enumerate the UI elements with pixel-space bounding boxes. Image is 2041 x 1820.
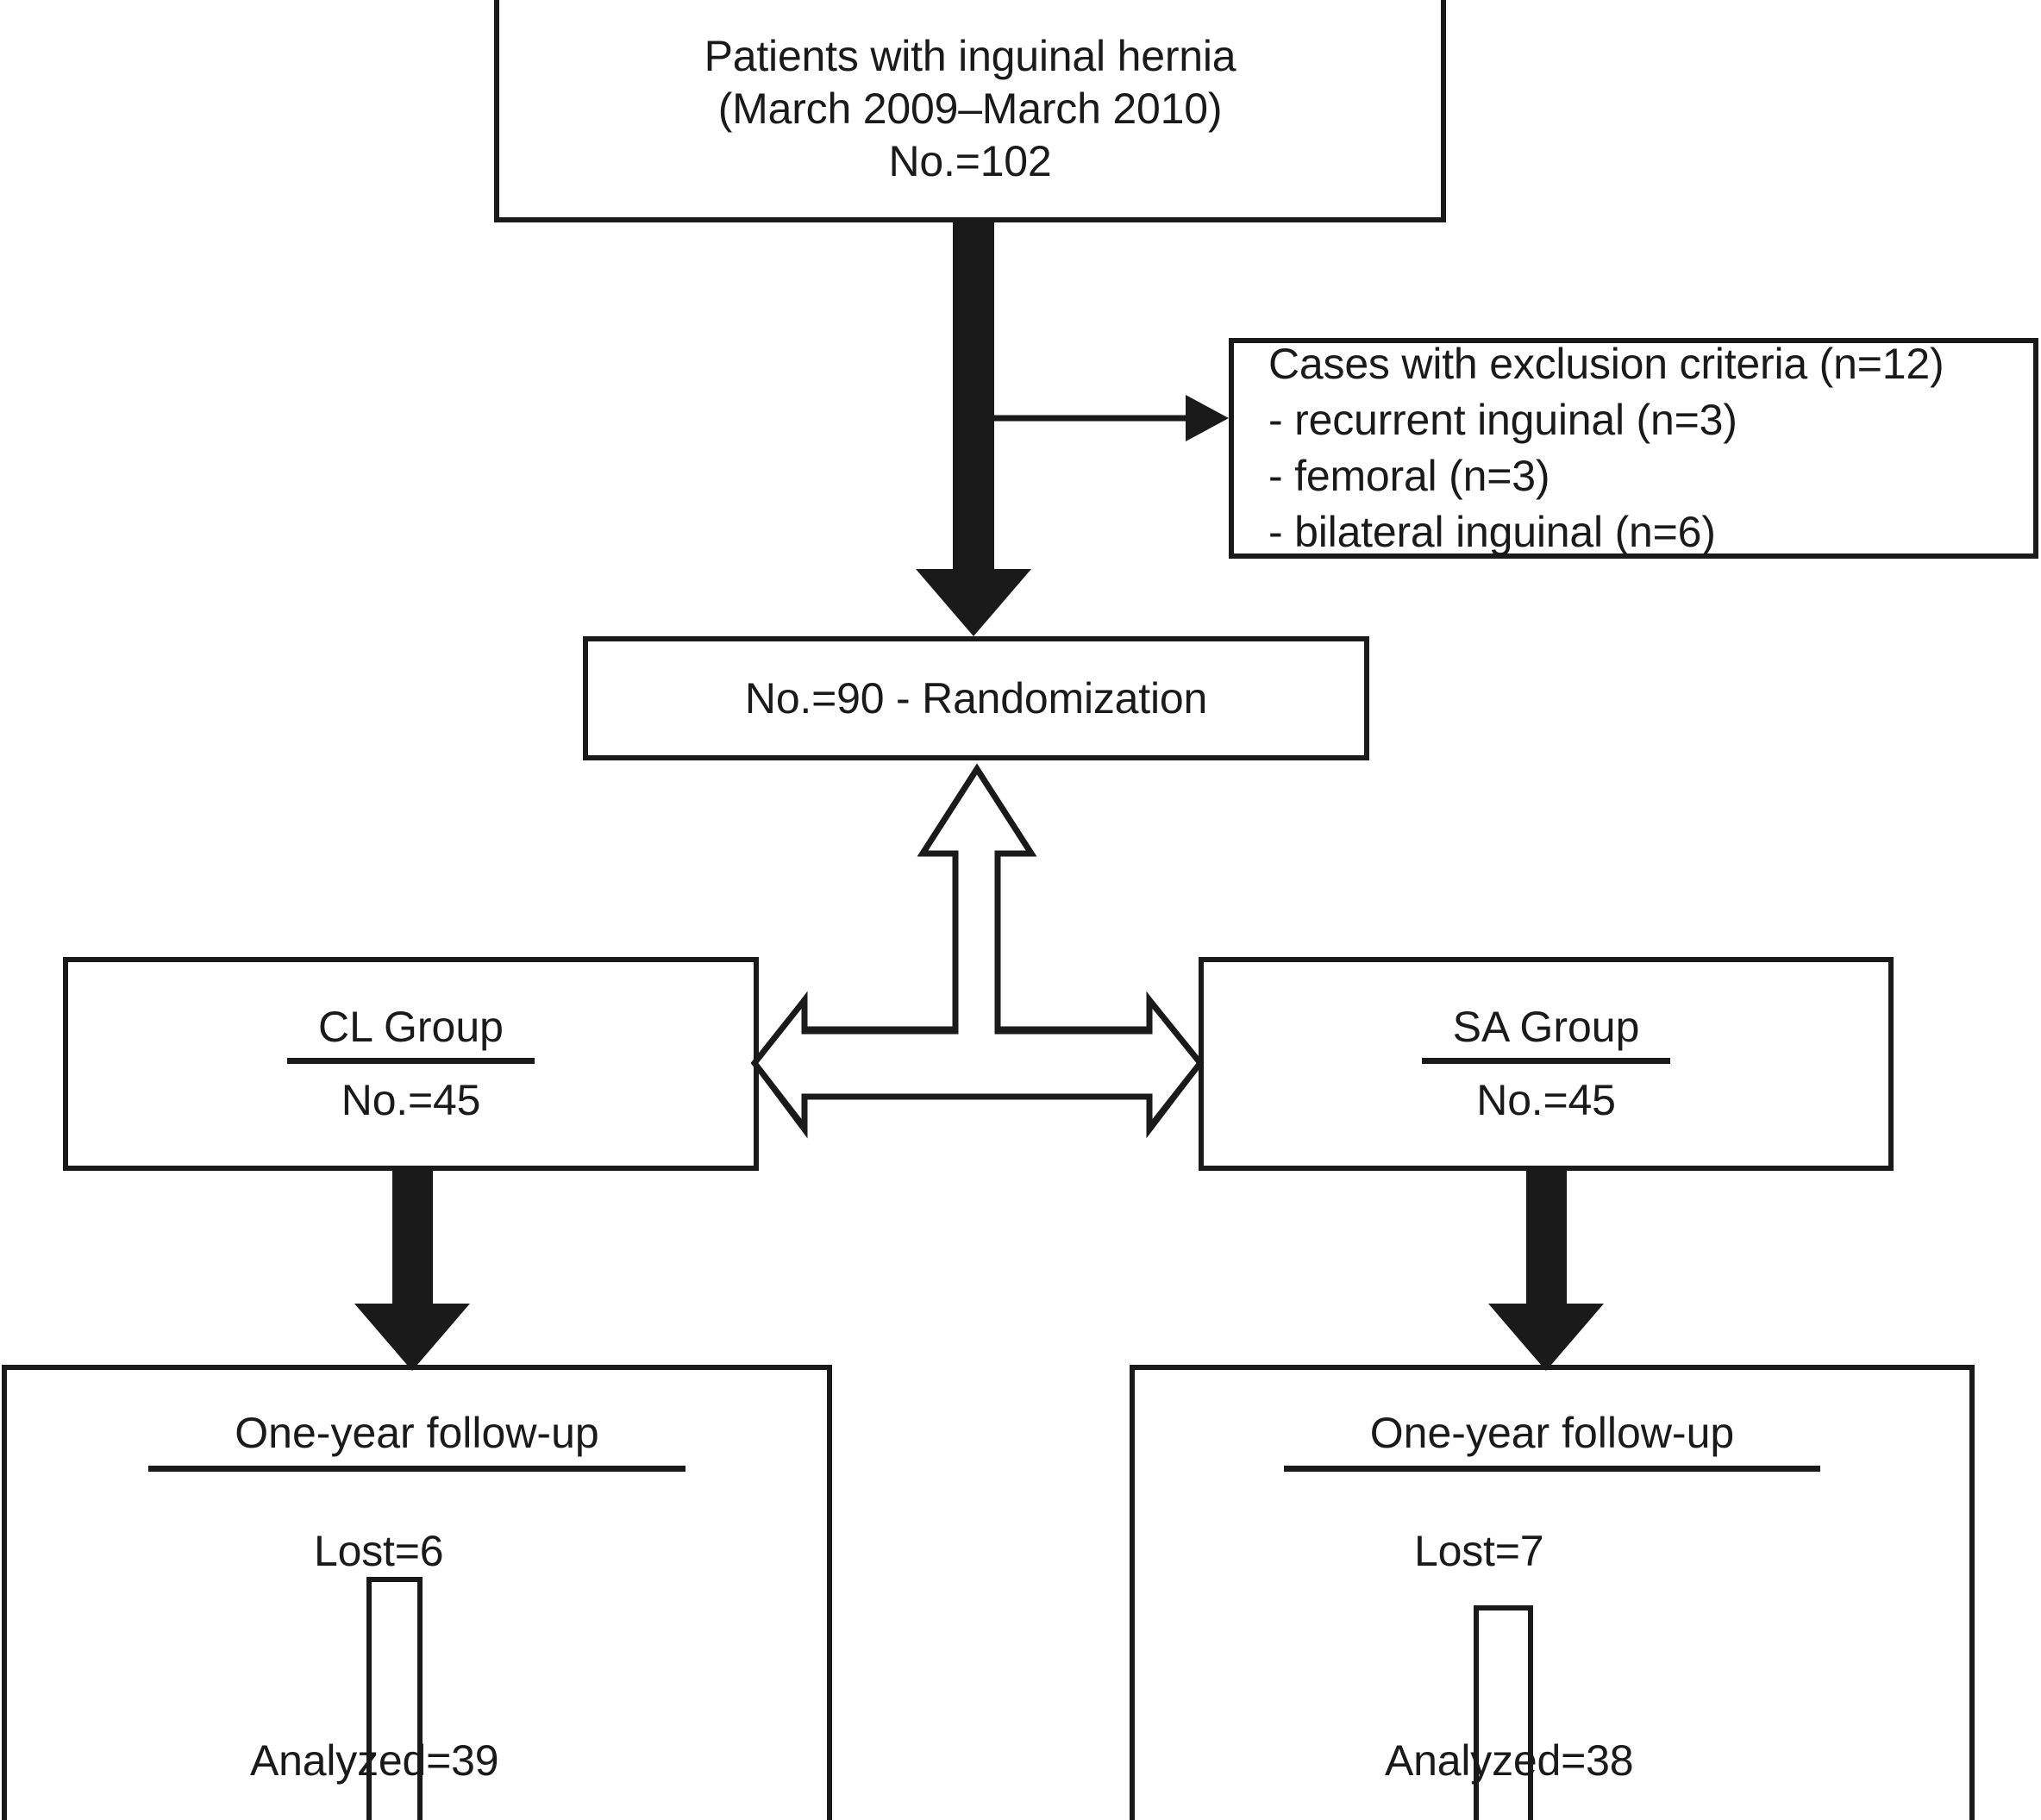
cl-followup-title: One-year follow-up: [148, 1408, 686, 1472]
exclusion-criteria-box: Cases with exclusion criteria (n=12) - r…: [1229, 338, 2038, 559]
randomization-split-arrow-outline: [750, 763, 1205, 1137]
sa-followup-box: One-year follow-up: [1130, 1365, 1975, 1820]
enrollment-line-3: No.=102: [888, 136, 1052, 185]
sa-analyzed-label: Analyzed=38: [1385, 1736, 1634, 1785]
enrollment-line-1: Patients with inguinal hernia: [704, 31, 1236, 80]
cl-group-count: No.=45: [341, 1075, 481, 1124]
cl-group-title: CL Group: [287, 1002, 535, 1064]
exclusion-item-femoral: - femoral (n=3): [1268, 452, 1550, 500]
sa-group-box: SA Group No.=45: [1199, 957, 1894, 1171]
sa-group-title: SA Group: [1421, 1002, 1671, 1064]
sa-followup-title: One-year follow-up: [1283, 1408, 1821, 1472]
cl-group-box: CL Group No.=45: [63, 957, 759, 1171]
enrollment-box: Patients with inguinal hernia (March 200…: [494, 0, 1446, 222]
randomization-label: No.=90 - Randomization: [744, 673, 1208, 722]
randomization-box: No.=90 - Randomization: [583, 636, 1369, 760]
cl-analyzed-label: Analyzed=39: [250, 1736, 499, 1785]
enrollment-line-2: (March 2009–March 2010): [717, 84, 1223, 133]
sa-lost-label: Lost=7: [1414, 1527, 1544, 1575]
sa-group-to-followup-arrow: [1488, 1171, 1604, 1371]
cl-group-to-followup-arrow: [354, 1171, 470, 1371]
exclusion-heading: Cases with exclusion criteria (n=12): [1268, 340, 1944, 388]
randomization-split-arrow: [752, 763, 1203, 1139]
sa-group-count: No.=45: [1476, 1075, 1616, 1124]
enrollment-to-randomization-arrow: [916, 222, 1031, 636]
exclusion-item-recurrent: - recurrent inguinal (n=3): [1268, 396, 1737, 444]
exclusion-item-bilateral: - bilateral inguinal (n=6): [1268, 508, 1716, 556]
exclusion-branch-arrow: [994, 395, 1229, 441]
cl-lost-label: Lost=6: [314, 1527, 444, 1575]
